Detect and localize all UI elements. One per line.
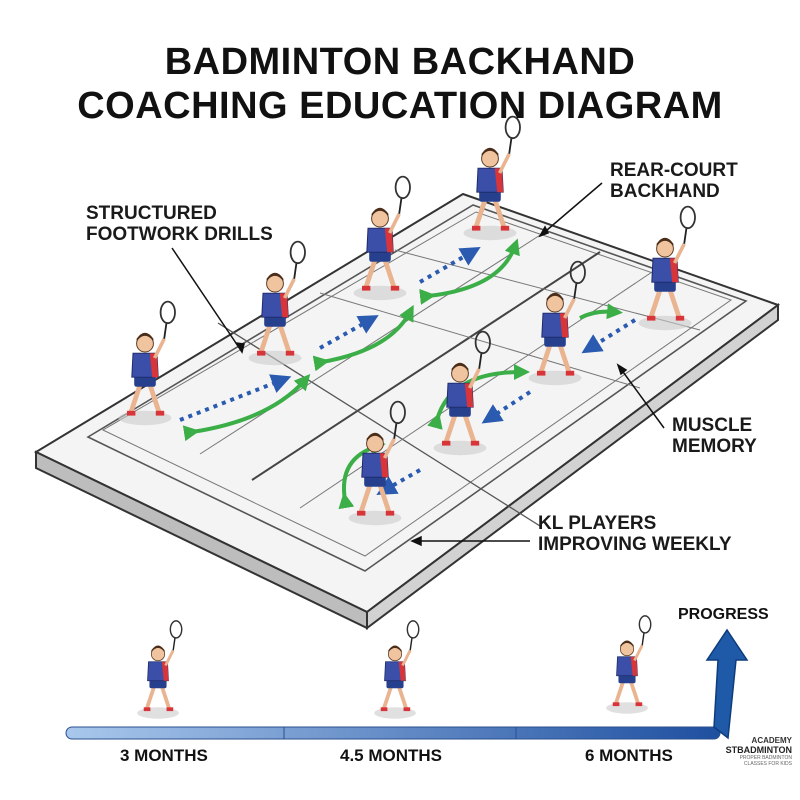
curved-arrow	[312, 304, 414, 372]
callout-line: BACKHAND	[610, 181, 720, 202]
curved-arrow	[182, 373, 311, 442]
logo-name: STBADMINTON	[725, 745, 792, 755]
callout-line: MEMORY	[672, 436, 757, 457]
curved-arrow	[419, 238, 520, 305]
stage-label-3: 6 MONTHS	[585, 746, 673, 765]
callout-line: IMPROVING WEEKLY	[538, 534, 732, 555]
net-line	[251, 251, 601, 481]
timeline-players	[137, 615, 652, 719]
progress-label: PROGRESS	[678, 606, 769, 623]
player-figure	[433, 330, 491, 456]
logo-tagline: PROPER BADMINTON CLASSES FOR KIDS	[739, 755, 792, 767]
player-figure	[374, 620, 420, 719]
title-line-1: BADMINTON BACKHAND	[164, 41, 636, 83]
player-figure	[528, 260, 586, 386]
stage-label-1: 3 MONTHS	[120, 746, 208, 765]
title-line-2: COACHING EDUCATION DIAGRAM	[77, 85, 723, 127]
callout-muscle-memory: MUSCLE MEMORY	[672, 415, 757, 457]
progress-arrow	[705, 628, 749, 740]
callout-kl-players: KL PLAYERS IMPROVING WEEKLY	[538, 513, 732, 555]
court	[33, 192, 781, 630]
player-figure	[463, 115, 521, 241]
timeline-bar	[65, 726, 721, 740]
timeline	[65, 628, 749, 740]
callout-line: KL PLAYERS	[538, 513, 657, 534]
callout-rear-court: REAR-COURT BACKHAND	[610, 160, 738, 202]
callout-line: FOOTWORK DRILLS	[86, 224, 273, 245]
player-figure	[248, 240, 306, 366]
academy-logo: ACADEMY STBADMINTON PROPER BADMINTON CLA…	[718, 736, 792, 767]
page-title: BADMINTON BACKHAND COACHING EDUCATION DI…	[0, 40, 800, 128]
stage-label-2: 4.5 MONTHS	[340, 746, 443, 765]
callout-line: REAR-COURT	[610, 160, 738, 181]
callout-line: STRUCTURED	[86, 203, 217, 224]
player-figure	[118, 300, 176, 426]
curved-arrow	[579, 303, 623, 320]
players	[118, 115, 696, 526]
callout-footwork-drills: STRUCTURED FOOTWORK DRILLS	[86, 203, 273, 245]
dotted-arrow	[376, 468, 421, 495]
player-figure	[137, 620, 183, 719]
callout-line: MUSCLE	[672, 415, 753, 436]
logo-top: ACADEMY	[751, 736, 792, 745]
player-figure	[638, 205, 696, 331]
player-figure	[348, 400, 406, 526]
player-figure	[353, 175, 411, 301]
callout-lines	[171, 182, 665, 547]
player-figure	[606, 615, 652, 714]
